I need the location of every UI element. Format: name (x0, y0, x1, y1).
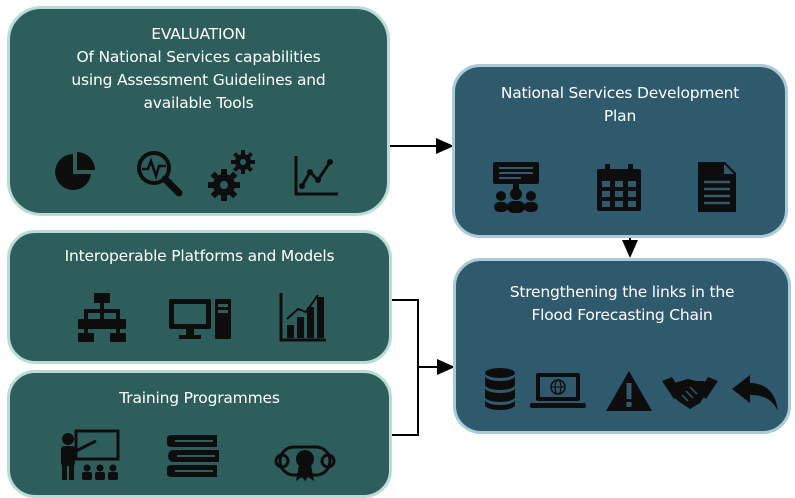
teacher-icon (58, 429, 122, 481)
development-plan-title: National Services Development Plan (455, 82, 785, 128)
magnifier-pulse-icon (133, 147, 185, 199)
strengthening-line-2: Flood Forecasting Chain (531, 306, 713, 324)
bar-chart-icon (278, 291, 328, 343)
development-plan-line-1: National Services Development (500, 84, 740, 102)
evaluation-heading: EVALUATION (151, 25, 246, 43)
pie-chart-icon (53, 150, 97, 194)
bracket-platforms-training (392, 299, 419, 436)
presentation-meeting-icon (491, 160, 541, 214)
development-plan-box: National Services Development Plan (452, 64, 788, 238)
strengthening-title: Strengthening the links in the Flood For… (456, 281, 788, 327)
training-title: Training Programmes (119, 389, 280, 407)
platforms-title: Interoperable Platforms and Models (64, 247, 335, 265)
books-icon (167, 433, 223, 481)
database-icon (482, 367, 518, 411)
strengthening-line-1: Strengthening the links in the (509, 283, 735, 301)
evaluation-box: EVALUATION Of National Services capabili… (7, 6, 390, 216)
handshake-icon (660, 373, 720, 411)
development-plan-line-2: Plan (603, 107, 637, 125)
strengthening-box: Strengthening the links in the Flood For… (453, 258, 791, 434)
flowchart-icon (76, 291, 128, 343)
document-icon (695, 160, 739, 214)
computer-icon (167, 297, 233, 341)
calendar-icon (595, 163, 643, 213)
laptop-globe-icon (528, 371, 588, 411)
training-box: Training Programmes (7, 370, 392, 498)
evaluation-line-2: Of National Services capabilities (76, 48, 321, 66)
reply-arrow-icon (730, 373, 780, 413)
evaluation-line-4: available Tools (143, 94, 254, 112)
evaluation-title: EVALUATION Of National Services capabili… (10, 23, 387, 115)
evaluation-line-3: using Assessment Guidelines and (71, 71, 326, 89)
line-graph-icon (292, 154, 340, 198)
gears-icon (206, 147, 258, 203)
certificate-icon (274, 441, 336, 483)
warning-icon (604, 369, 654, 413)
platforms-box: Interoperable Platforms and Models (7, 230, 392, 364)
